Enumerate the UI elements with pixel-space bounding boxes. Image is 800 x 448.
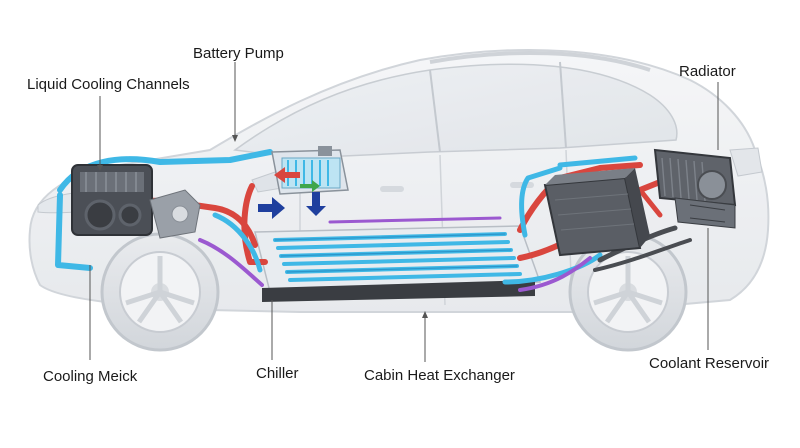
blue-flow-arrow-icon: [258, 197, 285, 219]
label-liquid-cooling-channels: Liquid Cooling Channels: [27, 76, 190, 93]
label-coolant-reservoir: Coolant Reservoir: [649, 355, 770, 372]
leader-arrowheads: [97, 135, 428, 318]
rear-wheel: [568, 232, 688, 352]
front-cooling-module: [71, 164, 201, 239]
hot-flow-arrow-icon: [274, 167, 300, 183]
battery-cooling-channels: [273, 232, 522, 282]
label-chiller: Chiller: [256, 365, 299, 382]
label-cabin-heat-exchanger: Cabin Heat Exchanger: [364, 367, 515, 384]
label-cooling-module: Cooling Meick: [43, 368, 138, 385]
green-flow-arrow-icon: [300, 180, 320, 192]
flow-arrows: [258, 167, 326, 219]
leader-lines: [89, 62, 719, 362]
down-flow-arrow-icon: [306, 192, 326, 216]
windows: [233, 63, 678, 159]
radiator-unit: [653, 148, 737, 229]
front-wheel: [100, 232, 220, 352]
label-battery-pump: Battery Pump: [193, 45, 284, 62]
chiller-unit: [543, 168, 650, 257]
label-radiator: Radiator: [679, 63, 736, 80]
